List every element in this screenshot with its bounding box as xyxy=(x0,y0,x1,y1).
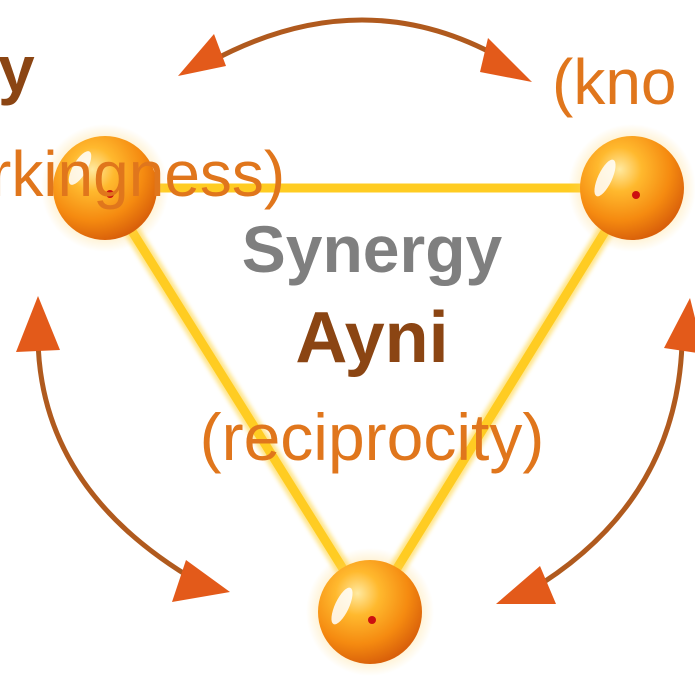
arrowhead-top-right xyxy=(480,38,532,82)
arrowhead-right-bottom xyxy=(496,566,556,604)
triangle-edges xyxy=(97,180,640,620)
arrowhead-top-left xyxy=(178,34,226,76)
label-top-left-word: y xyxy=(0,32,35,106)
cycle-arrows xyxy=(16,17,695,604)
arrowhead-left-top xyxy=(16,296,60,352)
center-main: Ayni xyxy=(295,298,448,378)
node-right xyxy=(568,124,695,252)
node-left xyxy=(41,124,169,252)
center-title: Synergy xyxy=(242,212,503,286)
center-sub: (reciprocity) xyxy=(200,400,545,474)
arrow-right xyxy=(525,341,685,595)
arrow-left xyxy=(35,335,201,585)
arrowhead-right-top xyxy=(664,298,695,353)
node-bottom xyxy=(306,548,434,676)
arrowhead-left-bottom xyxy=(172,560,230,602)
arrow-top xyxy=(207,17,511,65)
label-top-right-word: (kno xyxy=(552,46,677,118)
label-left-word: rkingness) xyxy=(0,138,285,210)
